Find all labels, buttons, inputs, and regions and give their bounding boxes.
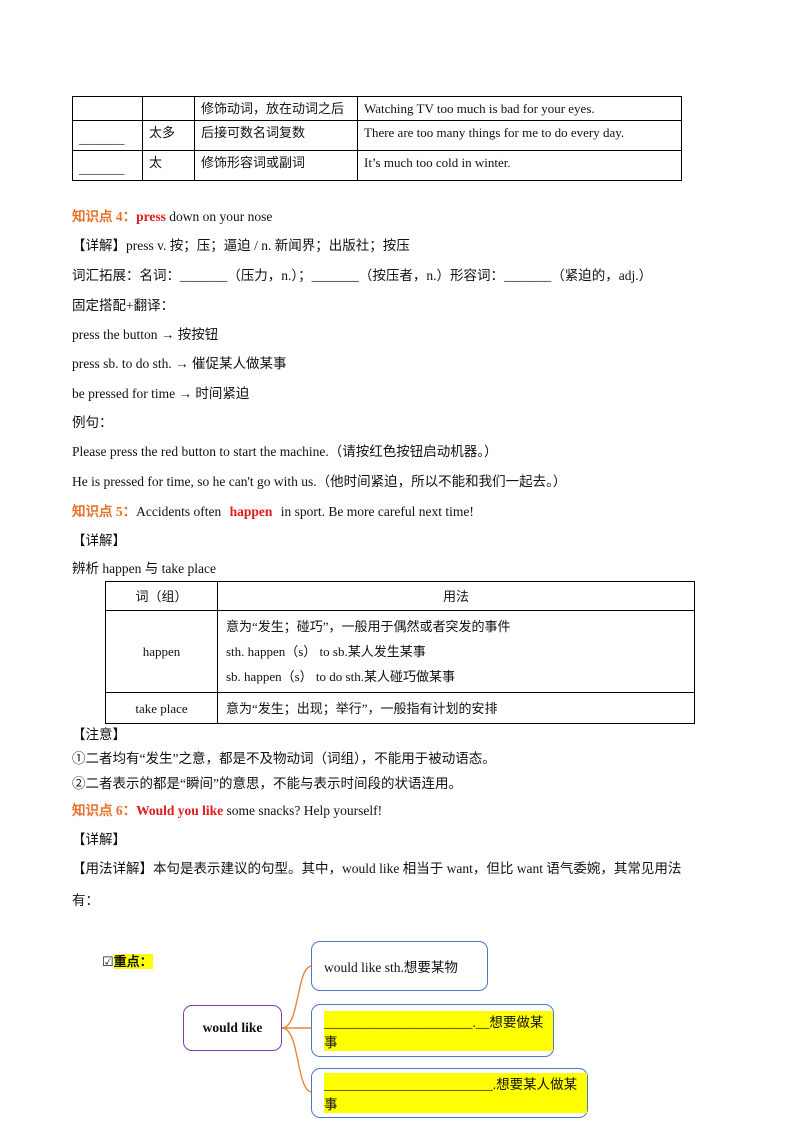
checkbox-icon: ☑ (102, 954, 114, 969)
table-cell: 修饰形容词或副词 (194, 150, 358, 181)
table-row: _______ 太多 后接可数名词复数 There are too many t… (72, 120, 682, 151)
kp5-note-label: 【注意】 (72, 727, 126, 742)
kp4-phrase: be pressed for time → 时间紧迫 (72, 386, 250, 401)
usage-line: 意为“发生；碰巧”，一般用于偶然或者突发的事件 (226, 619, 511, 634)
table-cell: 太 (142, 150, 195, 181)
kp6-heading: 知识点 6：Would you like some snacks? Help y… (72, 799, 382, 819)
kp6-key: Would you like (136, 803, 224, 818)
kp4-example: Please press the red button to start the… (72, 444, 498, 459)
table-cell-word: happen (105, 610, 218, 693)
table-cell-word: take place (105, 692, 218, 724)
table-cell-usage: 意为“发生；出现；举行”，一般指有计划的安排 (217, 692, 695, 724)
kp4-detail: 【详解】press v. 按；压；逼迫 / n. 新闻界；出版社；按压 (72, 238, 410, 253)
table-row: _______ 太 修饰形容词或副词 It’s much too cold in… (72, 150, 682, 181)
kp6-label: 知识点 6： (72, 803, 137, 818)
kp5-detail: 【详解】 (72, 533, 126, 548)
usage-line: sth. happen（s） to sb.某人发生某事 (226, 644, 426, 659)
table-cell: _______ (72, 150, 143, 181)
table-header: 词（组） (105, 581, 218, 611)
kp5-label: 知识点 5： (72, 504, 137, 519)
kp4-key: press (136, 209, 166, 224)
branch-text-highlighted: _________________________.想要某人做某事 (324, 1073, 587, 1113)
kp5-analysis: 辨析 happen 与 take place (72, 561, 216, 576)
kp4-fixed: 固定搭配+翻译： (72, 298, 175, 313)
focus-label: ☑重点： (102, 954, 153, 969)
kp4-rest: down on your nose (165, 209, 273, 224)
kp4-label: 知识点 4： (72, 209, 137, 224)
table-cell: Watching TV too much is bad for your eye… (357, 96, 682, 121)
table-row: happen 意为“发生；碰巧”，一般用于偶然或者突发的事件 sth. happ… (105, 610, 695, 693)
happen-vs-take-place-table: 词（组） 用法 happen 意为“发生；碰巧”，一般用于偶然或者突发的事件 s… (105, 581, 695, 724)
kp4-phrase: press sb. to do sth. → 催促某人做某事 (72, 356, 287, 371)
branch-text-highlighted: ______________________.__想要做某事 (324, 1010, 553, 1051)
kp4-heading: 知识点 4：press down on your nose (72, 205, 272, 225)
kp5-pre: Accidents often (136, 504, 225, 519)
table-cell-usage: 意为“发生；碰巧”，一般用于偶然或者突发的事件 sth. happen（s） t… (217, 610, 695, 693)
table-cell: There are too many things for me to do e… (357, 120, 682, 151)
table-header-row: 词（组） 用法 (105, 581, 695, 611)
connector-line (281, 1027, 313, 1093)
mindmap-center-node: would like (183, 1005, 282, 1051)
table-cell: _______ (72, 120, 143, 151)
table-cell: It’s much too cold in winter. (357, 150, 682, 181)
kp5-heading: 知识点 5：Accidents often happen in sport. B… (72, 500, 474, 520)
kp5-key: happen (229, 504, 273, 519)
mindmap-branch-node: ______________________.__想要做某事 (311, 1004, 554, 1057)
table-cell: 修饰动词，放在动词之后 (194, 96, 358, 121)
kp6-rest: some snacks? Help yourself! (223, 803, 383, 818)
kp4-phrase: press the button → 按按钮 (72, 327, 219, 342)
kp6-detail: 【详解】 (72, 832, 126, 847)
kp5-note: ②二者表示的都是“瞬间”的意思，不能与表示时间段的状语连用。 (72, 776, 462, 791)
kp4-vocab: 词汇拓展：名词：_______（压力，n.）；_______（按压者，n.）形容… (72, 268, 653, 283)
kp5-note: ①二者均有“发生”之意，都是不及物动词（词组），不能用于被动语态。 (72, 751, 496, 766)
connector-line (281, 965, 313, 1029)
mindmap-branch-node: _________________________.想要某人做某事 (311, 1068, 588, 1118)
usage-table-top: 修饰动词，放在动词之后 Watching TV too much is bad … (72, 96, 682, 181)
table-row: 修饰动词，放在动词之后 Watching TV too much is bad … (72, 96, 682, 121)
table-row: take place 意为“发生；出现；举行”，一般指有计划的安排 (105, 692, 695, 724)
usage-line: sb. happen（s） to do sth.某人碰巧做某事 (226, 669, 455, 684)
kp4-example-label: 例句： (72, 415, 113, 430)
table-cell: 太多 (142, 120, 195, 151)
kp5-post: in sport. Be more careful next time! (277, 504, 474, 519)
kp6-usage: 【用法详解】本句是表示建议的句型。其中，would like 相当于 want，… (72, 861, 682, 876)
kp6-usage-cont: 有： (72, 893, 99, 908)
table-header: 用法 (217, 581, 695, 611)
kp4-example: He is pressed for time, so he can't go w… (72, 474, 567, 489)
mindmap-branch-node: would like sth.想要某物 (311, 941, 488, 991)
